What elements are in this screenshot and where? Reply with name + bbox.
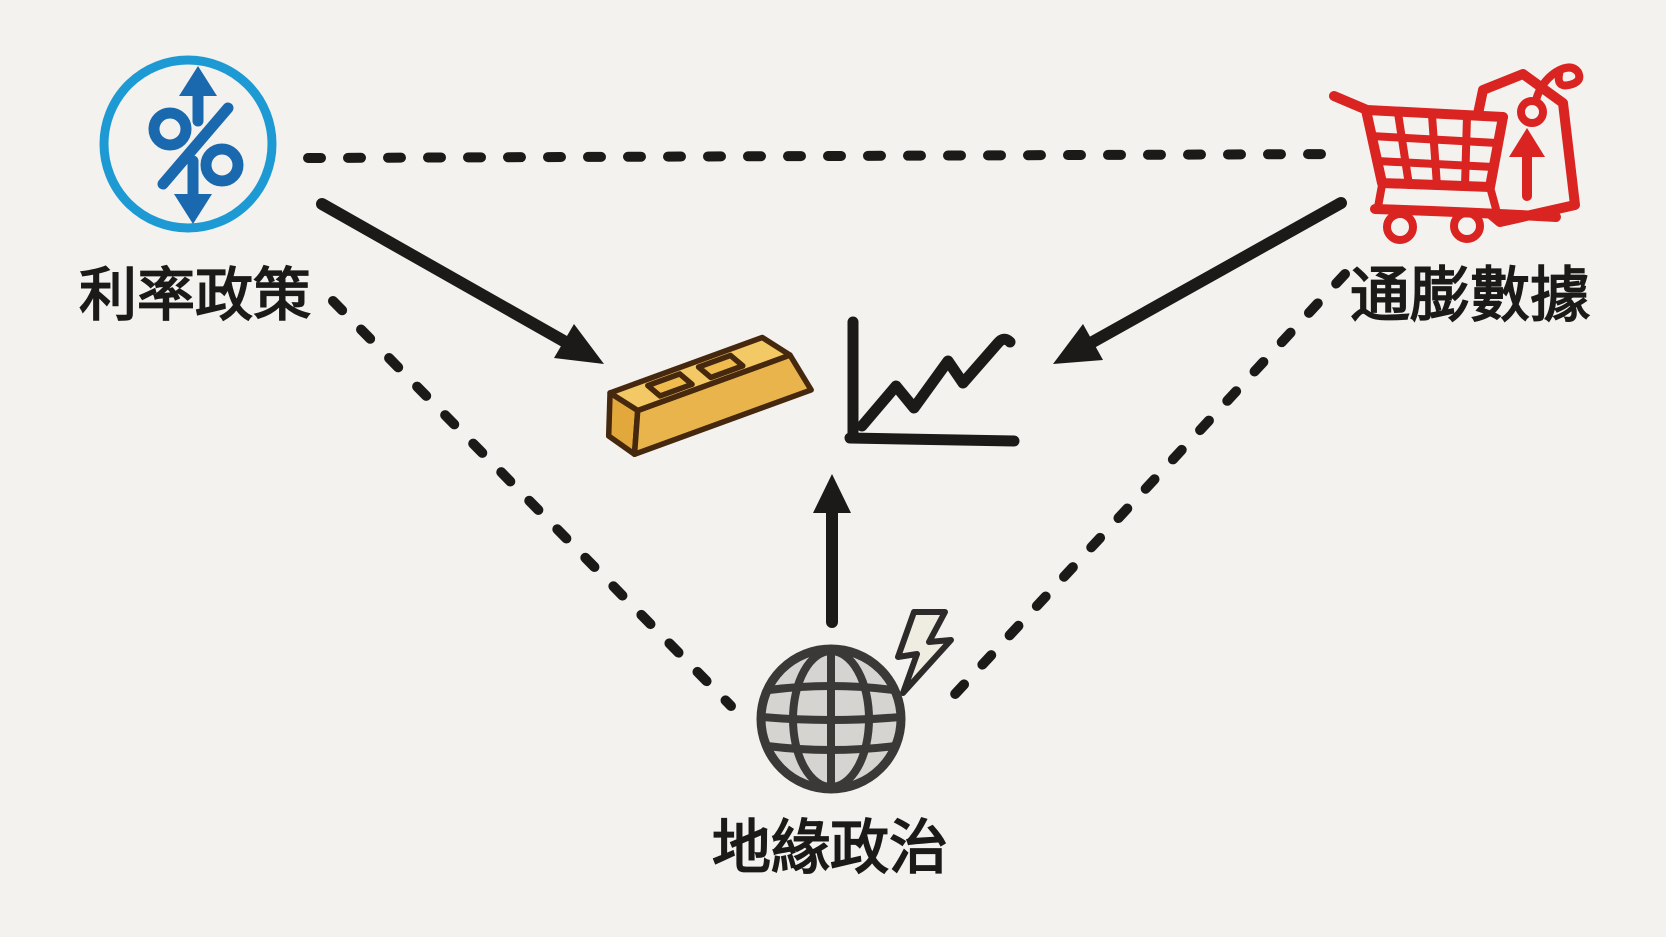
percent-up-down-circle-icon [99, 55, 277, 233]
dashed-edge-inflation-geopolitics [939, 269, 1350, 711]
price-tag-details [1509, 63, 1584, 201]
tag-string [1532, 63, 1584, 104]
interest-rate-label: 利率政策 [79, 263, 311, 328]
globe-lightning-icon [756, 609, 954, 794]
gold-bar-icon [605, 334, 814, 457]
geopolitics-label: 地緣政治 [712, 815, 948, 881]
shopping-cart-icon [1329, 91, 1561, 244]
tag-hole [1517, 97, 1547, 127]
arrow-rates-to-gold [316, 198, 604, 364]
cart-wheel [1383, 210, 1417, 244]
inflation-label: 通膨數據 [1350, 262, 1591, 329]
dashed-edge-rates-inflation [303, 149, 1347, 163]
percent-icon [148, 107, 192, 151]
gold-stamp [695, 352, 746, 381]
gold-stamp [645, 371, 695, 399]
lightning-icon [895, 609, 954, 696]
cart-wheel [1450, 209, 1484, 243]
globe-icon [756, 644, 906, 794]
arrow-geopolitics-to-gold [813, 474, 851, 628]
rising-chart-icon [844, 316, 1020, 447]
arrow-inflation-to-gold [1053, 197, 1347, 364]
dashed-edge-rates-geopolitics [328, 296, 736, 711]
shopping-cart-price-tag-icon [1329, 63, 1584, 244]
